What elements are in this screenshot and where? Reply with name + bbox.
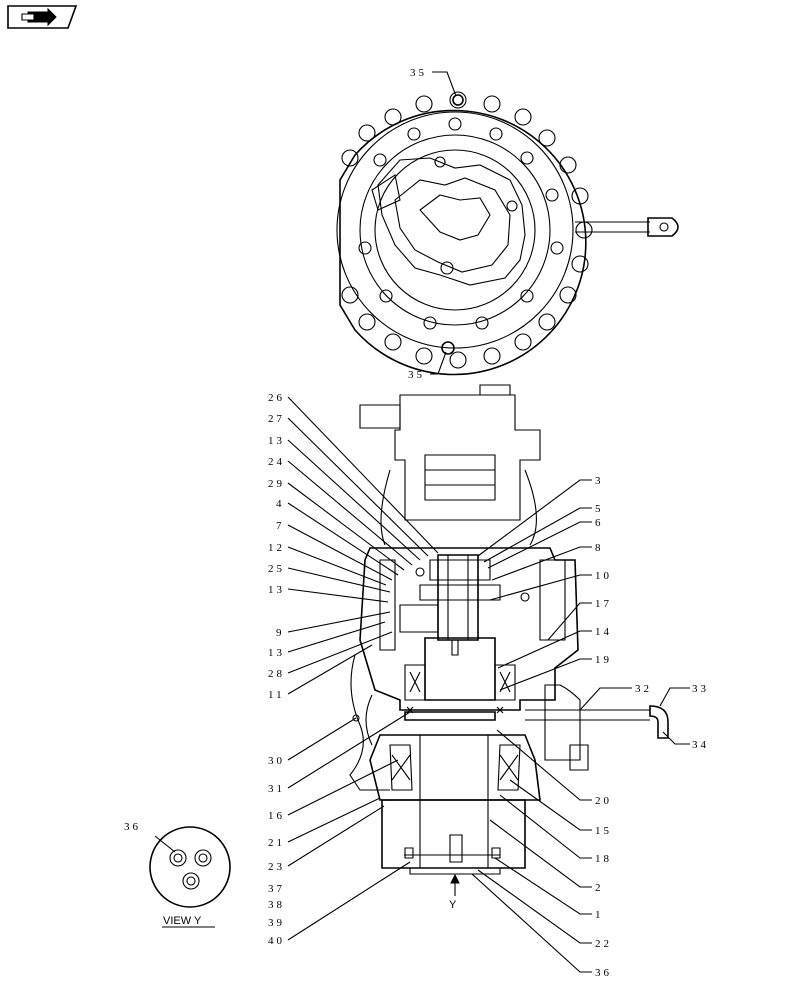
callout-35-top: 35 [410,67,427,79]
outer-bolt-ring [341,91,593,369]
callout-29: 29 [268,478,285,490]
section-view [349,384,669,896]
view-y-arrow [450,873,460,896]
inner-bolt-ring [358,117,564,330]
callout-36-view-y: 36 [124,821,141,833]
callout-25: 25 [268,563,285,575]
book-arrow-icon [21,7,57,27]
callout-9: 9 [276,627,285,639]
callout-21: 21 [268,837,285,849]
callout-28: 28 [268,668,285,680]
callout-12: 12 [268,542,285,554]
callout-1: 1 [595,909,604,921]
callout-13: 13 [268,435,285,447]
callout-labels: 35 35 26 27 13 24 29 4 7 12 25 13 9 13 2… [124,67,709,979]
callout-24: 24 [268,456,285,468]
callout-8: 8 [595,542,604,554]
callout-14: 14 [595,626,612,638]
callout-34: 34 [692,739,709,751]
callout-18: 18 [595,853,612,865]
top-view-motor-flange [336,91,679,376]
callout-38: 38 [268,899,285,911]
callout-32: 32 [635,683,652,695]
callout-19: 19 [595,654,612,666]
callout-3: 3 [595,475,604,487]
callout-31: 31 [268,783,285,795]
callout-11: 11 [268,689,285,701]
callout-39: 39 [268,917,285,929]
callout-13: 13 [268,584,285,596]
callout-10: 10 [595,570,612,582]
view-y-detail [149,826,231,928]
back-button[interactable] [7,5,78,29]
callout-2: 2 [595,882,604,894]
callout-16: 16 [268,810,285,822]
callout-33: 33 [692,683,709,695]
leader-lines [287,71,690,973]
view-y-caption: VIEW Y [163,915,202,927]
callout-13: 13 [268,647,285,659]
callout-22: 22 [595,938,612,950]
callout-26: 26 [268,392,285,404]
callout-40: 40 [268,935,285,947]
callout-23: 23 [268,861,285,873]
callout-37: 37 [268,883,285,895]
callout-30: 30 [268,755,285,767]
callout-6: 6 [595,517,604,529]
callout-35-bottom: 35 [408,369,425,381]
callout-15: 15 [595,825,612,837]
view-y-arrow-label: Y [449,899,457,911]
callout-7: 7 [276,520,285,532]
callout-17: 17 [595,598,612,610]
callout-20: 20 [595,795,612,807]
callout-5: 5 [595,503,604,515]
callout-27: 27 [268,413,285,425]
callout-4: 4 [276,498,285,510]
callout-36: 36 [595,967,612,979]
